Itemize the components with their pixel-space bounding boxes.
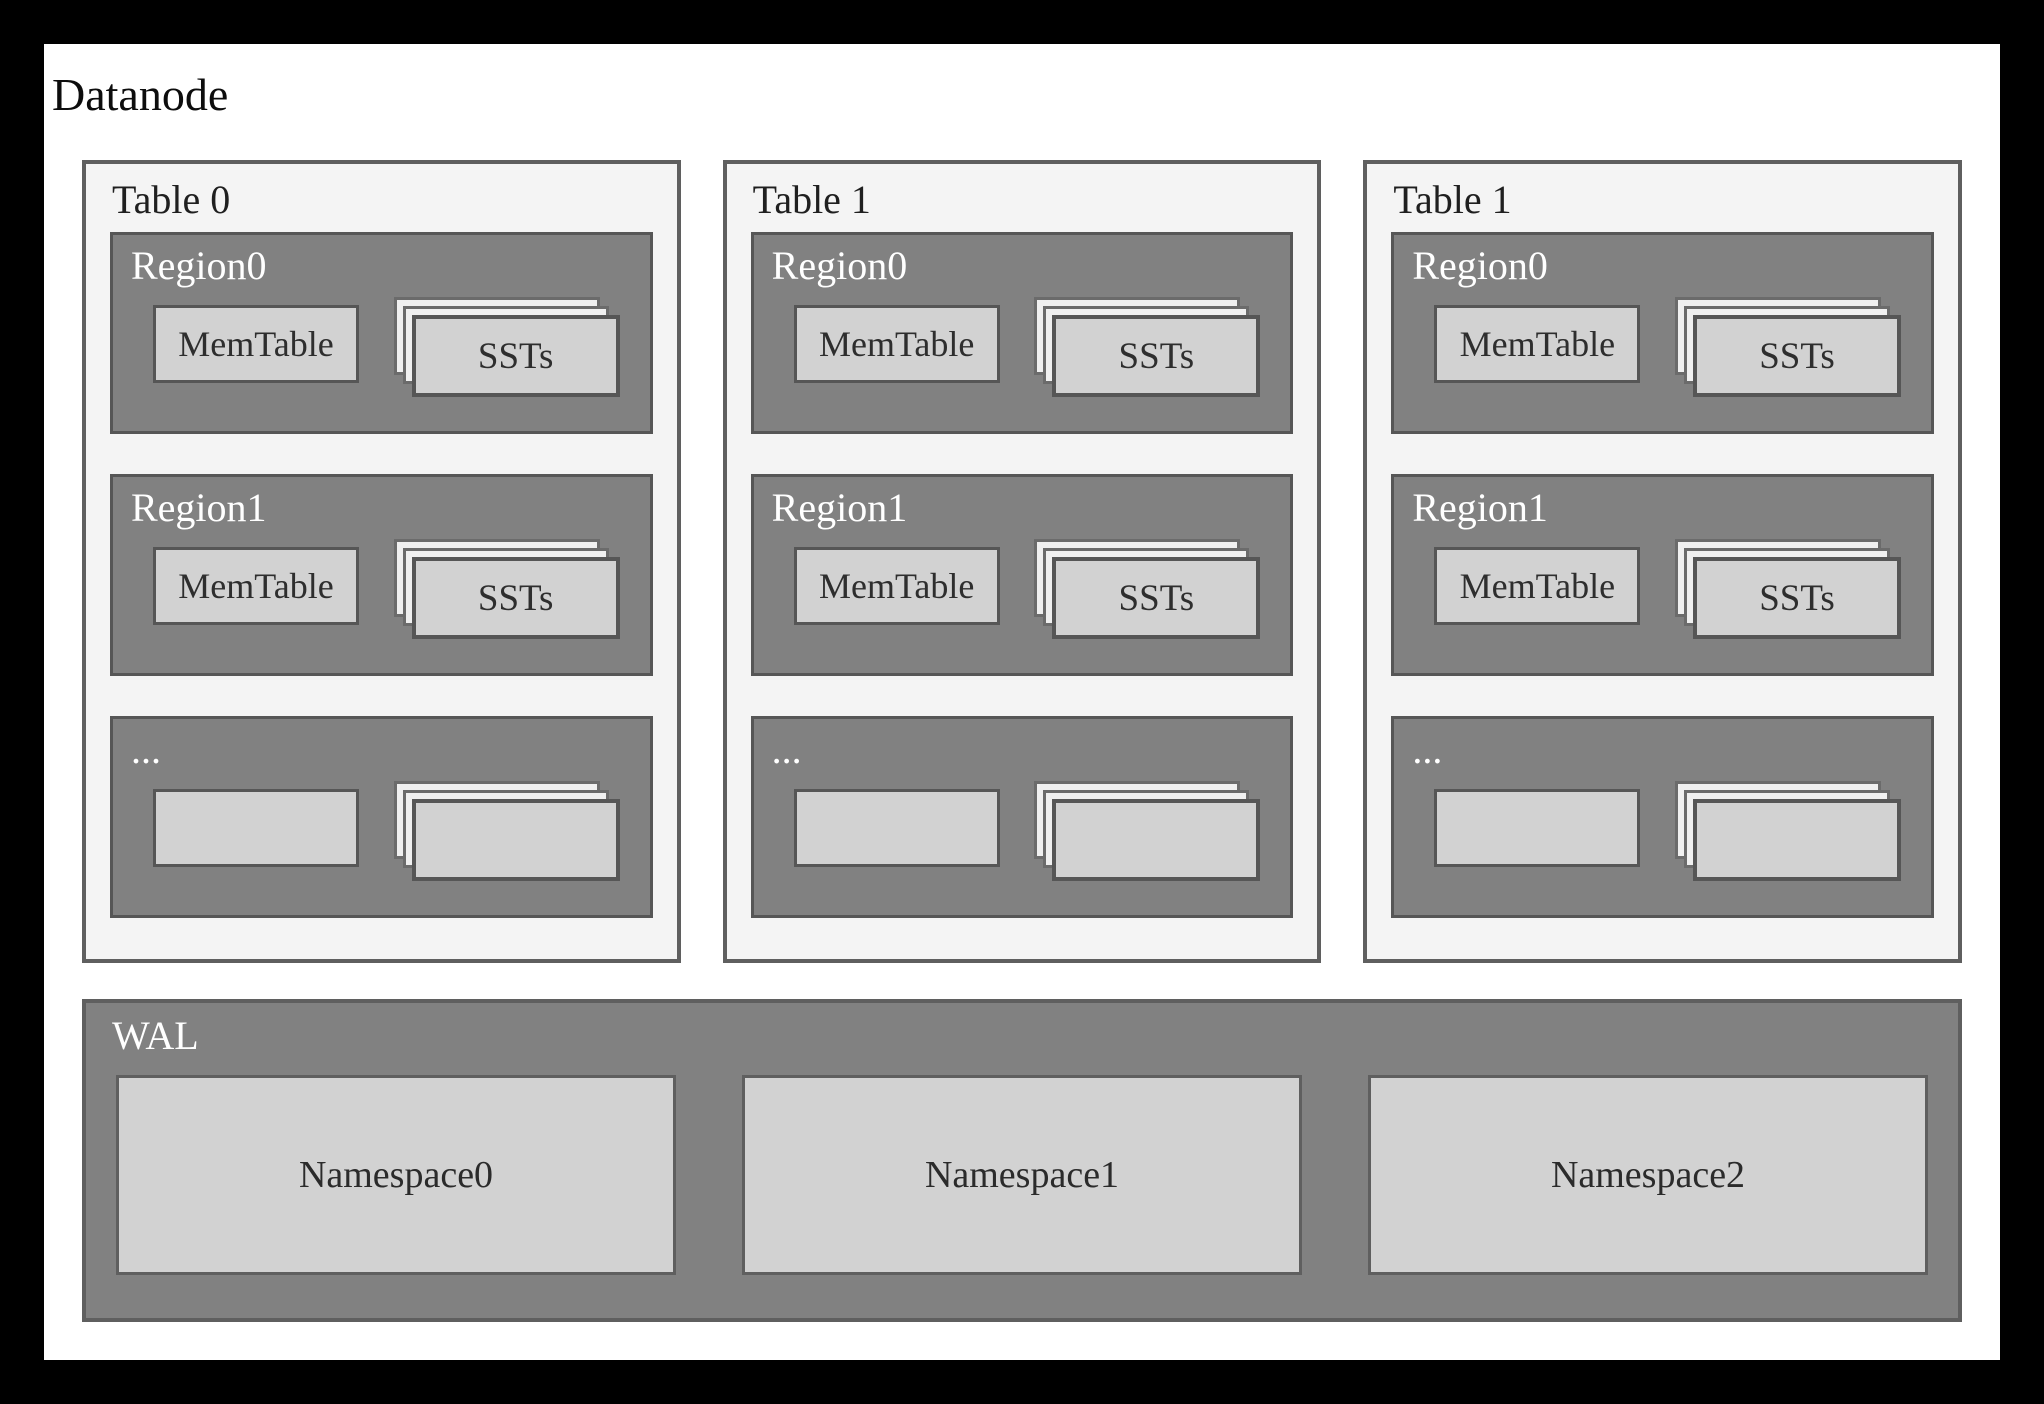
region-label: ... — [131, 727, 161, 772]
region-label: Region1 — [771, 485, 908, 530]
memtable-box: MemTable — [793, 547, 1000, 625]
region-box: Region1 MemTable SSTs — [750, 474, 1294, 676]
region-box: Region1 MemTable SSTs — [110, 474, 653, 676]
ssts-stack — [1675, 781, 1907, 887]
table-0-regions: Region0 MemTable SSTs Region1 — [110, 232, 653, 918]
region-label: ... — [1412, 727, 1443, 772]
table-2-regions: Region0 MemTable SSTs Region1 — [1391, 232, 1935, 918]
datanode-diagram: Datanode Table 0 Region0 MemTable SSTs — [44, 44, 2000, 1360]
region-content — [768, 779, 1277, 887]
region-box: Region0 MemTable SSTs — [1391, 232, 1935, 434]
ssts-box: SSTs — [1693, 315, 1902, 397]
memtable-box: MemTable — [153, 305, 359, 383]
tables-row: Table 0 Region0 MemTable SSTs — [82, 160, 1963, 963]
region-content — [1408, 779, 1917, 887]
ssts-stack: SSTs — [1675, 539, 1907, 645]
region-box-ellipsis: ... — [1391, 716, 1935, 918]
namespace-box: Namespace0 — [116, 1075, 676, 1275]
ssts-box: SSTs — [411, 315, 620, 397]
ssts-box-empty — [1052, 799, 1261, 881]
region-label: Region0 — [771, 243, 908, 288]
ssts-box: SSTs — [1052, 557, 1261, 639]
memtable-box: MemTable — [153, 547, 359, 625]
wal-panel: WAL Namespace0 Namespace1 Namespace2 — [82, 999, 1962, 1322]
region-label: Region0 — [131, 243, 267, 288]
ssts-stack — [1034, 781, 1266, 887]
region-label: Region1 — [1412, 485, 1548, 530]
region-label: Region1 — [131, 485, 267, 530]
region-box: Region0 MemTable SSTs — [110, 232, 653, 434]
ssts-stack: SSTs — [393, 539, 626, 645]
memtable-box: MemTable — [1434, 305, 1641, 383]
table-1-label: Table 1 — [752, 177, 871, 222]
ssts-stack — [393, 781, 626, 887]
table-1-regions: Region0 MemTable SSTs Region1 — [750, 232, 1294, 918]
ssts-box: SSTs — [411, 557, 620, 639]
namespaces-row: Namespace0 Namespace1 Namespace2 — [116, 1075, 1928, 1275]
datanode-title: Datanode — [52, 69, 229, 120]
ssts-stack: SSTs — [1675, 297, 1907, 403]
region-content: MemTable SSTs — [1408, 295, 1917, 403]
table-0-label: Table 0 — [112, 177, 231, 222]
table-1-panel: Table 1 Region0 MemTable SSTs — [722, 160, 1322, 963]
region-content: MemTable SSTs — [127, 295, 636, 403]
ssts-stack: SSTs — [1034, 297, 1266, 403]
region-box: Region0 MemTable SSTs — [750, 232, 1294, 434]
region-content — [127, 779, 636, 887]
region-content: MemTable SSTs — [1408, 537, 1917, 645]
memtable-box-empty — [793, 789, 1000, 867]
namespace-box: Namespace2 — [1368, 1075, 1928, 1275]
region-content: MemTable SSTs — [127, 537, 636, 645]
region-box: Region1 MemTable SSTs — [1391, 474, 1935, 676]
ssts-box: SSTs — [1693, 557, 1902, 639]
region-content: MemTable SSTs — [768, 537, 1277, 645]
namespace-box: Namespace1 — [742, 1075, 1302, 1275]
table-2-label: Table 1 — [1393, 177, 1512, 222]
table-0-panel: Table 0 Region0 MemTable SSTs — [82, 160, 681, 963]
ssts-stack: SSTs — [393, 297, 626, 403]
ssts-box: SSTs — [1052, 315, 1261, 397]
table-2-panel: Table 1 Region0 MemTable SSTs — [1363, 160, 1963, 963]
region-content: MemTable SSTs — [768, 295, 1277, 403]
ssts-box-empty — [411, 799, 620, 881]
region-label: Region0 — [1412, 243, 1548, 288]
region-box-ellipsis: ... — [750, 716, 1294, 918]
ssts-stack: SSTs — [1034, 539, 1266, 645]
wal-label: WAL — [112, 1013, 199, 1058]
ssts-box-empty — [1693, 799, 1902, 881]
memtable-box: MemTable — [1434, 547, 1641, 625]
memtable-box-empty — [1434, 789, 1641, 867]
memtable-box: MemTable — [793, 305, 1000, 383]
region-label: ... — [771, 727, 802, 772]
region-box-ellipsis: ... — [110, 716, 653, 918]
memtable-box-empty — [153, 789, 359, 867]
